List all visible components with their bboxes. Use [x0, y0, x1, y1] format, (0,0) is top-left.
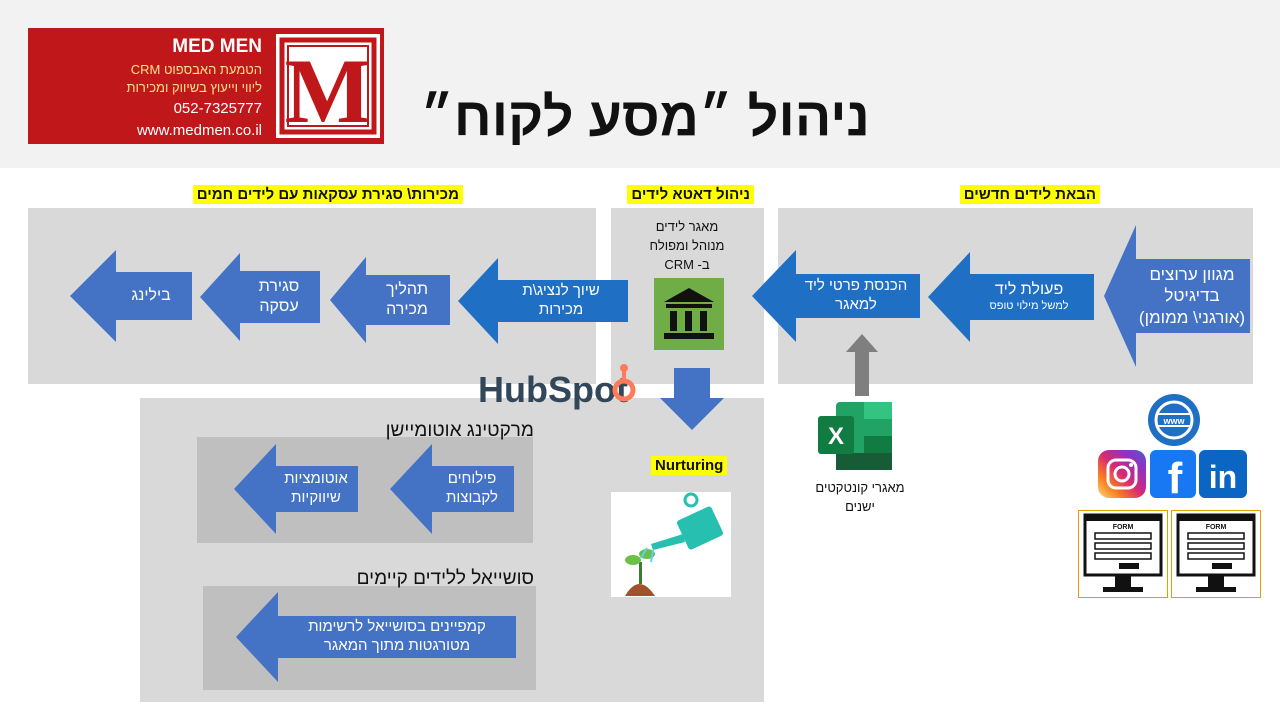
instagram-icon: [1098, 450, 1146, 498]
medmen-logo: MED MEN הטמעת האבספוט CRM ליווי וייעוץ ב…: [28, 28, 384, 144]
arrow-billing: בילינג: [70, 250, 192, 342]
linkedin-icon: in: [1199, 450, 1247, 498]
excel-caption-line-1: מאגרי קונטקטים: [815, 480, 905, 495]
arrow-social-campaign-line-1: קמפיינים בסושייאל לרשימות: [308, 618, 486, 636]
page-title: ניהול ״מסע לקוח״: [420, 87, 870, 147]
excel-caption-line-2: ישנים: [845, 498, 875, 514]
arrow-lead-action-sub: למשל מילוי טופס: [989, 300, 1069, 313]
hubspot-logo-icon: HubSpot: [478, 362, 648, 412]
arrow-social-campaign: קמפיינים בסושייאל לרשימות מטורגטות מתוך …: [236, 592, 516, 682]
arrow-assign-reps-line-2: מכירות: [538, 301, 584, 318]
svg-text:FORM: FORM: [1206, 524, 1227, 531]
arrow-sales-process: תהליך מכירה: [330, 257, 450, 343]
label-sales: מכירות\ סגירת עסקאות עם לידים חמים: [192, 185, 463, 204]
website-globe-icon: www: [1148, 394, 1200, 446]
crm-db-line-2: מנוהל ומפולח: [649, 237, 725, 253]
logo-tagline-1: הטמעת האבספוט CRM: [130, 62, 262, 77]
arrow-assign-reps: שיוך לנציג\ת מכירות: [458, 258, 628, 344]
arrow-channels-line-1: מגוון ערוצים: [1149, 265, 1235, 285]
label-new-leads: הבאת לידים חדשים: [959, 185, 1100, 204]
logo-website: www.medmen.co.il: [136, 122, 262, 139]
excel-caption: מאגרי קונטקטים ישנים: [800, 479, 920, 517]
arrow-automations-line-2: שיווקיות: [291, 489, 341, 506]
logo-company-name: MED MEN: [172, 36, 262, 57]
arrow-down-nurturing: [660, 368, 724, 430]
arrow-segmentation-line-2: לקבוצות: [446, 489, 498, 506]
arrow-sales-process-line-2: מכירה: [386, 301, 428, 318]
social-existing-heading: סושייאל ללידים קיימים: [356, 568, 534, 589]
arrow-lead-action: פעולת ליד למשל מילוי טופס: [928, 252, 1094, 342]
database-building-icon: [654, 278, 724, 350]
logo-phone: 052-7325777: [173, 100, 262, 117]
arrow-segmentation-line-1: פילוחים: [447, 470, 497, 488]
form-monitor-icon: FORM: [1171, 510, 1261, 598]
svg-text:www: www: [1162, 416, 1185, 426]
form-monitor-icon: FORM: [1078, 510, 1168, 598]
arrow-automations-line-1: אוטומציות: [284, 470, 348, 488]
arrow-up-excel: [846, 334, 878, 396]
arrow-assign-reps-line-1: שיוך לנציג\ת: [522, 282, 600, 300]
arrow-close-deal-line-2: עסקה: [259, 298, 299, 315]
arrow-enter-details-line-1: הכנסת פרטי ליד: [804, 277, 908, 295]
logo-tagline-2: ליווי וייעוץ בשיווק ומכירות: [126, 80, 262, 95]
arrow-enter-details: הכנסת פרטי ליד למאגר: [752, 250, 920, 342]
arrow-channels-line-2: בדיגיטל: [1164, 286, 1220, 306]
svg-text:f: f: [1168, 454, 1183, 498]
arrow-enter-details-line-2: למאגר: [835, 296, 877, 313]
watering-plant-icon: [611, 492, 731, 597]
arrow-automations: אוטומציות שיווקיות: [234, 444, 358, 534]
crm-db-line-1: מאגר לידים: [655, 219, 719, 234]
svg-text:X: X: [828, 423, 844, 450]
arrow-social-campaign-line-2: מטורגטות מתוך המאגר: [323, 637, 471, 654]
label-nurturing: Nurturing: [651, 456, 728, 475]
marketing-automation-heading: מרקטינג אוטומיישן: [385, 420, 534, 441]
svg-text:in: in: [1209, 459, 1237, 495]
arrow-close-deal-line-1: סגירת: [258, 278, 300, 295]
label-data-management: ניהול דאטא לידים: [627, 185, 754, 204]
svg-text:M: M: [285, 40, 372, 138]
logo-m-mark-icon: M: [276, 34, 380, 142]
excel-icon: X: [816, 400, 894, 472]
arrow-segmentation: פילוחים לקבוצות: [390, 444, 514, 534]
svg-text:FORM: FORM: [1113, 524, 1134, 531]
arrow-lead-action-line-1: פעולת ליד: [994, 281, 1064, 299]
arrow-close-deal: סגירת עסקה: [200, 253, 320, 341]
arrow-channels-line-3: (אורגני\ ממומן): [1138, 307, 1246, 327]
crm-db-line-3: ב- CRM: [664, 256, 710, 272]
facebook-icon: f: [1150, 450, 1196, 503]
crm-db-caption: מאגר לידים מנוהל ומפולח ב- CRM: [622, 218, 752, 275]
arrow-sales-process-line-1: תהליך: [385, 281, 429, 298]
arrow-billing-label: בילינג: [131, 287, 171, 304]
svg-text:HubSpot: HubSpot: [478, 369, 628, 410]
arrow-channels: מגוון ערוצים בדיגיטל (אורגני\ ממומן): [1104, 225, 1250, 367]
